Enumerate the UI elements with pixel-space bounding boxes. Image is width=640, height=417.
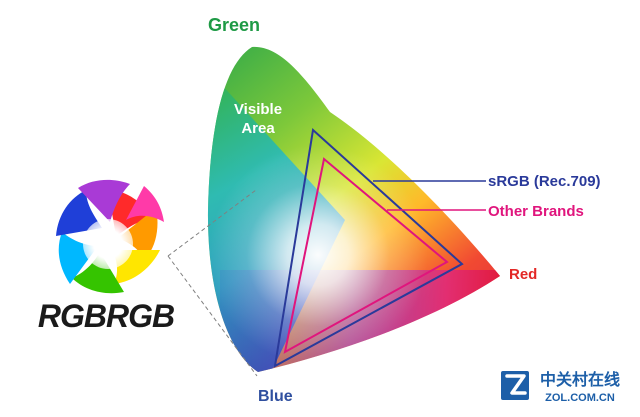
blue-label: Blue bbox=[258, 388, 293, 405]
rgbrgb-logo: RGBRGB bbox=[38, 179, 175, 334]
other-brands-label: Other Brands bbox=[488, 203, 584, 220]
visible-area-gamut bbox=[207, 46, 500, 372]
other-brands-triangle bbox=[283, 157, 449, 354]
srgb-triangle bbox=[273, 128, 464, 368]
rgbrgb-logo-text: RGBRGB bbox=[38, 298, 174, 334]
rgbrgb-logo-swirl bbox=[56, 179, 164, 294]
red-label: Red bbox=[509, 266, 537, 283]
visible-area-label-line2: Area bbox=[241, 120, 275, 137]
zol-watermark: 中关村在线 ZOL.COM.CN bbox=[501, 370, 620, 404]
logo-zoom-dashed-lines bbox=[167, 189, 258, 377]
visible-area-label-line1: Visible bbox=[234, 101, 282, 118]
green-label: Green bbox=[208, 15, 260, 35]
srgb-label: sRGB (Rec.709) bbox=[488, 173, 601, 190]
zol-logo-icon bbox=[501, 371, 529, 400]
zol-watermark-cn: 中关村在线 bbox=[540, 370, 620, 389]
zol-watermark-url: ZOL.COM.CN bbox=[545, 392, 615, 404]
